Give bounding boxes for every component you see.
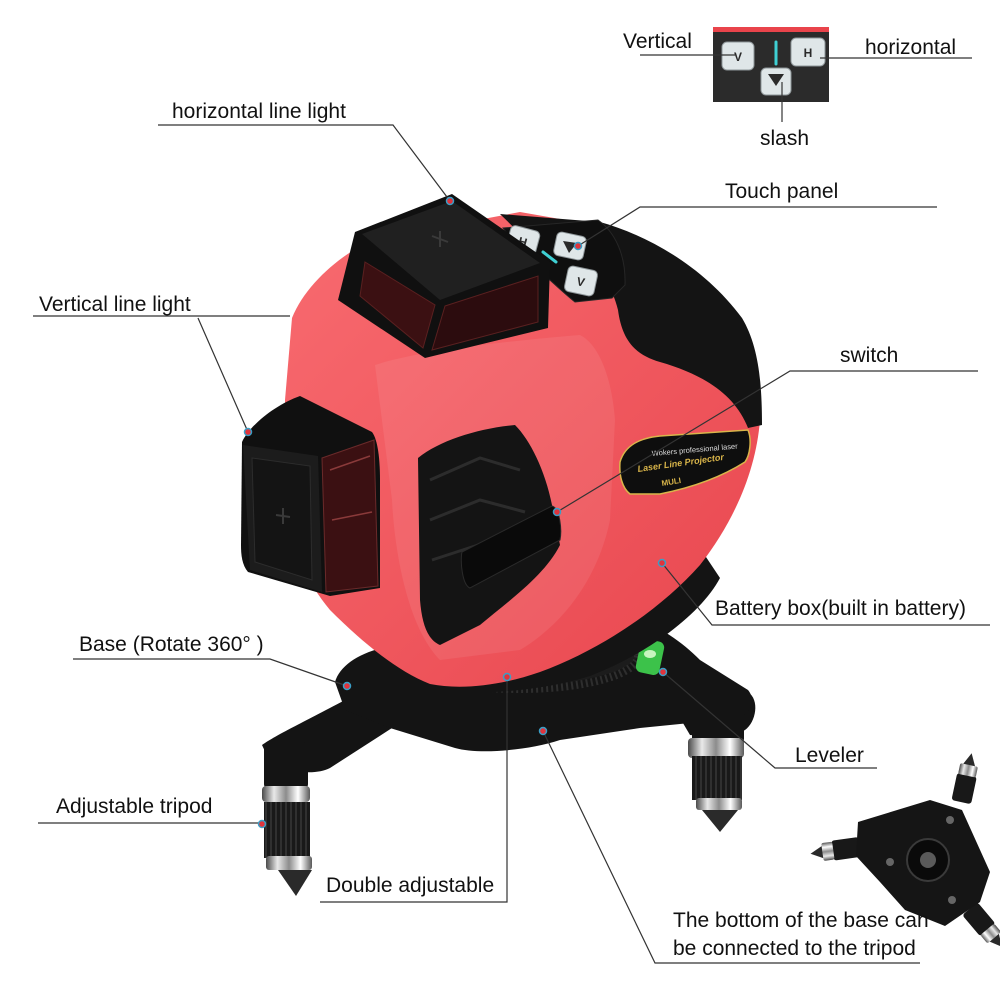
label-slash: slash [760,127,809,150]
laser-housing: Wokers professional laser Laser Line Pro… [241,194,762,693]
leader-base [73,658,348,687]
leader-touch-panel [577,206,937,247]
horizontal-module-top-face [362,201,540,300]
inset-leg-tip [963,753,976,767]
leg-left-silver-band [262,786,310,802]
window-glare [329,455,373,521]
horizontal-module-right-window [431,275,539,351]
callout-dot [243,427,253,437]
leg-right-silver-collar [696,798,742,810]
inset-leg-body [963,903,995,936]
leveler-bubble [644,650,656,658]
inset-leg-collar [981,924,1000,943]
leg-left-knurled-grip [264,802,310,858]
cross-icon [275,508,291,524]
leader-battery-box [661,562,990,626]
leg-left-silver-collar [266,856,312,870]
callout-dot [658,667,668,677]
inset-screw [948,896,956,904]
touch-vertical-key-label: V [575,274,586,289]
callout-labels: Vertical horizontal slash horizontal lin… [39,30,966,960]
callout-dot [342,681,352,691]
inset-leg-left [810,837,862,861]
inset-screw [886,858,894,866]
inset-leg-tip [989,933,1000,947]
label-vertical: Vertical [623,30,692,53]
leg-right-silver-band [688,738,744,758]
callout-leaders [33,54,990,964]
label-touch-panel: Touch panel [725,180,838,203]
label-tripod-mount-line2: be connected to the tripod [673,937,916,960]
label-leveler: Leveler [795,744,864,767]
inset-leg-top [952,753,978,804]
leader-vertical-line-light [33,315,290,433]
star-icon [431,231,449,247]
vertical-line-light-module [241,396,380,596]
inset-leg-collar [821,841,835,861]
leader-double-adjustable [320,677,508,903]
callout-dot [657,558,667,568]
leg-left-top [264,742,308,790]
callout-dot [445,196,455,206]
leader-tripod-mount [542,730,920,964]
tripod-leg-right [688,718,744,832]
label-tripod-mount-line1: The bottom of the base can [673,909,929,932]
inset-leg-body [952,773,977,804]
badge-plate [619,429,751,495]
touch-slash-indicator [541,250,558,264]
inset-leg-bottom [963,903,1000,947]
badge-model: MULI [661,476,682,488]
leg-right-tip [702,810,738,832]
touch-triangle-icon [563,241,577,253]
callout-dot [502,672,512,682]
housing-rear-cover [500,214,762,428]
callout-dot [573,241,583,251]
inset-leg-tip [810,846,824,859]
label-adjustable-tripod: Adjustable tripod [56,795,212,818]
leader-horizontal-line-light [158,124,451,202]
leg-right-knurled-grip [692,756,742,800]
callout-dot [552,507,562,517]
leader-leveler [662,671,877,769]
inset-horizontal-key [790,37,826,67]
inset-horizontal-key-label: H [804,46,813,60]
tripod-leg-left [262,742,312,896]
product-badge: Wokers professional laser Laser Line Pro… [619,429,751,495]
inset-base-bottom-view [810,753,1000,947]
callout-dot [538,726,548,736]
horizontal-line-light-module [338,194,550,358]
label-vertical-line-light: Vertical line light [39,293,191,316]
leader-switch [556,370,978,513]
label-horizontal: horizontal [865,36,956,59]
inset-screw [946,816,954,824]
label-switch: switch [840,344,898,367]
leg-left-tip [278,870,312,896]
inset-leg-body [831,837,862,861]
leg-right-top [692,718,744,744]
inset-mount-thread [920,852,936,868]
inset-control-panel: V H [713,27,829,102]
inset-vertical-key-label: V [734,50,742,64]
callout-dot [257,819,267,829]
inset-housing-edge [713,27,829,32]
label-double-adjustable: Double adjustable [326,874,494,897]
touch-vertical-key [564,265,598,297]
triangle-down-icon [768,74,784,86]
touch-panel: H V [502,219,626,303]
inset-vertical-key [721,41,755,71]
horizontal-module-left-window [359,261,436,349]
touch-horizontal-key-label: H [517,234,529,250]
label-battery-box: Battery box(built in battery) [715,597,966,620]
inset-leg-collar [958,763,978,778]
label-horizontal-line-light: horizontal line light [172,100,346,123]
label-base: Base (Rotate 360° ) [79,633,264,656]
side-grip-panel [418,425,560,645]
